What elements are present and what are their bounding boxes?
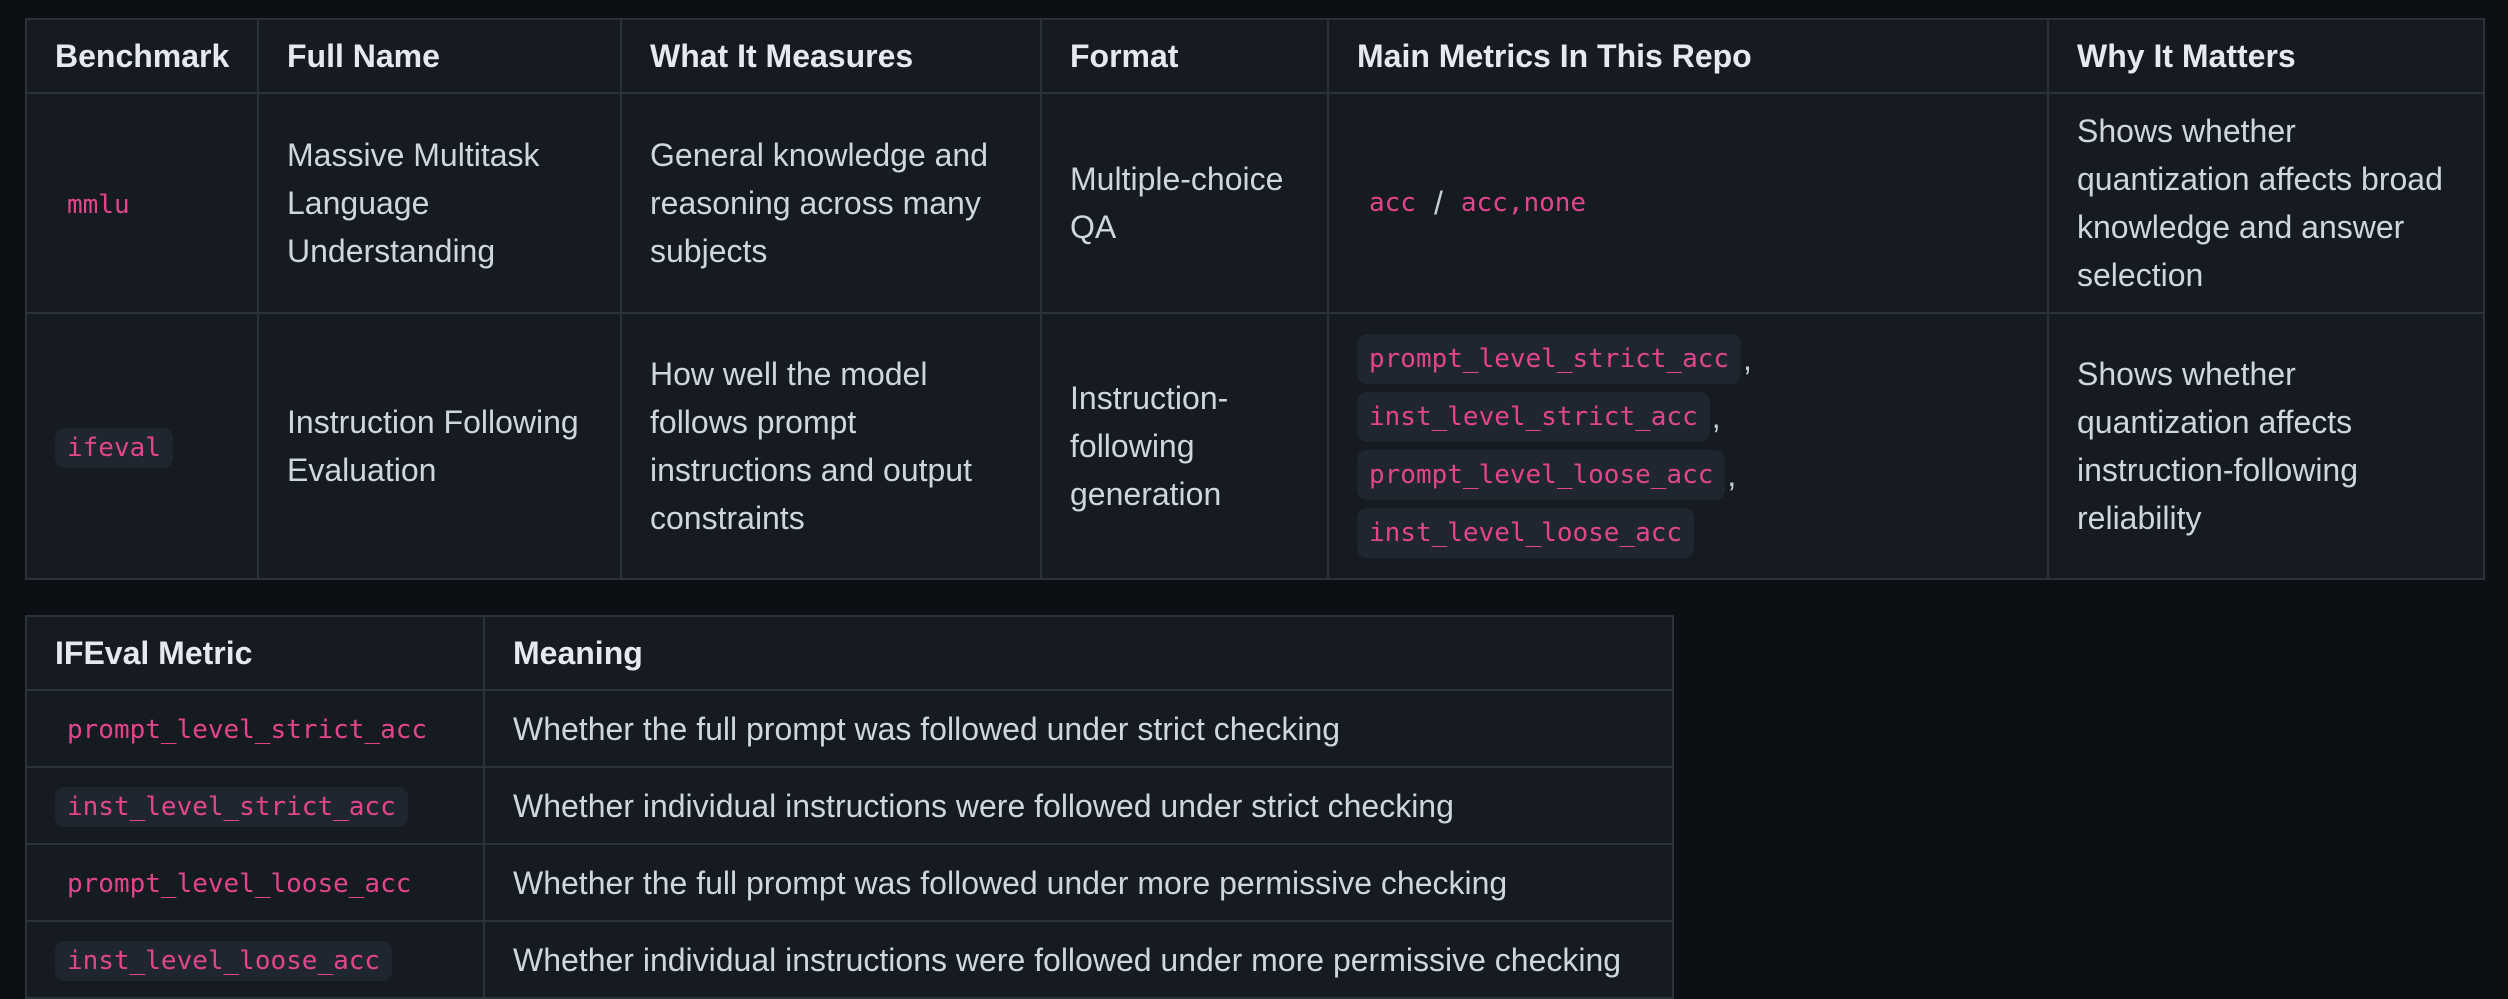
cell-mmlu-why: Shows whether quantization affects broad…	[2047, 92, 2485, 314]
cell-mmlu-format: Multiple-choice QA	[1040, 92, 1329, 314]
cell-metric-prompt-level-strict: prompt_level_strict_acc	[25, 689, 485, 768]
table-row-prompt-level-strict: prompt_level_strict_acc Whether the full…	[25, 689, 1674, 768]
header-what-it-measures: What It Measures	[620, 18, 1042, 94]
table-row-prompt-level-loose: prompt_level_loose_acc Whether the full …	[25, 843, 1674, 922]
header-format: Format	[1040, 18, 1329, 94]
comma-separator: ,	[1727, 457, 1737, 493]
cell-ifeval-measures: How well the model follows prompt instru…	[620, 312, 1042, 580]
benchmarks-header-row: Benchmark Full Name What It Measures For…	[25, 18, 2485, 94]
code-inst-level-loose-acc: inst_level_loose_acc	[1357, 508, 1695, 558]
header-why-it-matters: Why It Matters	[2047, 18, 2485, 94]
code-prompt-level-strict-acc: prompt_level_strict_acc	[67, 715, 428, 745]
table-row-inst-level-loose: inst_level_loose_acc Whether individual …	[25, 920, 1674, 999]
code-prompt-level-loose-acc: prompt_level_loose_acc	[1357, 450, 1726, 500]
code-prompt-level-loose-acc: prompt_level_loose_acc	[67, 869, 412, 899]
cell-metric-prompt-level-loose: prompt_level_loose_acc	[25, 843, 485, 922]
cell-ifeval-full-name: Instruction Following Evaluation	[257, 312, 622, 580]
code-mmlu: mmlu	[67, 189, 130, 220]
ifeval-header-row: IFEval Metric Meaning	[25, 615, 1674, 691]
cell-ifeval-benchmark: ifeval	[25, 312, 259, 580]
cell-mmlu-full-name: Massive Multitask Language Understanding	[257, 92, 622, 314]
header-benchmark: Benchmark	[25, 18, 259, 94]
code-inst-level-strict-acc: inst_level_strict_acc	[1357, 392, 1710, 442]
cell-meaning-prompt-level-loose: Whether the full prompt was followed und…	[483, 843, 1674, 922]
metric-separator: /	[1433, 185, 1443, 221]
cell-meaning-inst-level-loose: Whether individual instructions were fol…	[483, 920, 1674, 999]
cell-metric-inst-level-strict: inst_level_strict_acc	[25, 766, 485, 845]
cell-mmlu-benchmark: mmlu	[25, 92, 259, 314]
comma-separator: ,	[1743, 341, 1752, 377]
table-row-inst-level-strict: inst_level_strict_acc Whether individual…	[25, 766, 1674, 845]
benchmarks-table: Benchmark Full Name What It Measures For…	[25, 18, 2485, 580]
cell-metric-inst-level-loose: inst_level_loose_acc	[25, 920, 485, 999]
cell-mmlu-measures: General knowledge and reasoning across m…	[620, 92, 1042, 314]
cell-ifeval-why: Shows whether quantization affects instr…	[2047, 312, 2485, 580]
cell-meaning-prompt-level-strict: Whether the full prompt was followed und…	[483, 689, 1674, 768]
ifeval-metrics-table: IFEval Metric Meaning prompt_level_stric…	[25, 615, 1674, 999]
table-row-ifeval: ifeval Instruction Following Evaluation …	[25, 312, 2485, 580]
code-acc-none: acc,none	[1460, 188, 1587, 218]
code-ifeval: ifeval	[55, 427, 173, 468]
table-row-mmlu: mmlu Massive Multitask Language Understa…	[25, 92, 2485, 314]
cell-ifeval-format: Instruction-following generation	[1040, 312, 1329, 580]
cell-ifeval-metrics: prompt_level_strict_acc , inst_level_str…	[1327, 312, 2049, 580]
code-acc: acc	[1369, 188, 1416, 218]
code-inst-level-strict-acc: inst_level_strict_acc	[55, 787, 408, 827]
code-inst-level-loose-acc: inst_level_loose_acc	[55, 941, 393, 981]
cell-meaning-inst-level-strict: Whether individual instructions were fol…	[483, 766, 1674, 845]
markdown-body: Benchmark Full Name What It Measures For…	[25, 18, 2485, 999]
comma-separator: ,	[1711, 399, 1721, 435]
header-full-name: Full Name	[257, 18, 622, 94]
header-meaning: Meaning	[483, 615, 1674, 691]
code-prompt-level-strict-acc: prompt_level_strict_acc	[1357, 334, 1742, 384]
cell-mmlu-metrics: acc / acc,none	[1327, 92, 2049, 314]
header-ifeval-metric: IFEval Metric	[25, 615, 485, 691]
header-main-metrics: Main Metrics In This Repo	[1327, 18, 2049, 94]
